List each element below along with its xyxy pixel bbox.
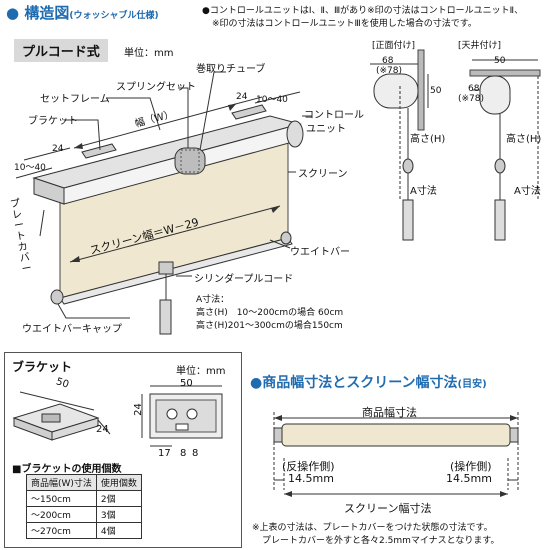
bracket-title: ブラケット bbox=[12, 360, 73, 374]
table-cell: ～200cm bbox=[26, 506, 97, 523]
width-section-subtitle: (目安) bbox=[457, 379, 487, 390]
table-cell: 2個 bbox=[95, 490, 142, 507]
pull-cord-badge: プルコード式 bbox=[14, 39, 108, 62]
table-row: ～200cm 3個 bbox=[26, 506, 142, 523]
label-set-frame: セットフレーム bbox=[40, 94, 110, 105]
ceiling-a-dim-label: A寸法 bbox=[514, 186, 541, 197]
ceiling-mount-label: [天井付け] bbox=[458, 41, 502, 51]
front-a-dim-label: A寸法 bbox=[410, 186, 437, 197]
table-header-cell: 使用個数 bbox=[95, 474, 142, 491]
label-winding-tube: 巻取りチューブ bbox=[196, 64, 266, 75]
dim-10-40-right: 10～40 bbox=[256, 95, 288, 105]
front-dim-78: (※78) bbox=[376, 66, 403, 76]
bracket-dim-50: 50 bbox=[180, 378, 193, 389]
section-subtitle: (ウォッシャブル仕様) bbox=[69, 11, 159, 21]
label-control-unit-1: コントロール bbox=[304, 110, 364, 121]
bracket-usage-table: 商品幅(W)寸法 使用個数 ～150cm 2個 ～200cm 3個 ～270cm… bbox=[26, 474, 142, 539]
front-mount-head bbox=[373, 73, 419, 109]
non-operation-side-label: (反操作側) bbox=[282, 460, 335, 473]
a-dim-line-2: 高さ(H)201～300cmの場合150cm bbox=[196, 321, 343, 331]
dim-10-40-left: 10～40 bbox=[14, 163, 46, 173]
table-cell: ～270cm bbox=[26, 522, 97, 539]
label-control-unit-2: ユニット bbox=[306, 124, 346, 135]
bullet-icon: ● bbox=[6, 4, 20, 22]
usage-title: ■ブラケットの使用個数 bbox=[12, 464, 122, 475]
width-diagram bbox=[273, 412, 519, 497]
screen-width-label: スクリーン幅寸法 bbox=[344, 502, 432, 515]
bracket-unit: 単位：mm bbox=[176, 366, 226, 377]
dim-24-right: 24 bbox=[236, 92, 248, 102]
table-cell: 3個 bbox=[95, 506, 142, 523]
note-line-2: ※印の寸法はコントロールユニットⅢを使用した場合の寸法です。 bbox=[212, 19, 477, 29]
bracket-dim-8b: 8 bbox=[192, 448, 199, 459]
label-cylinder-cord: シリンダープルコード bbox=[194, 274, 294, 285]
label-weight-bar: ウエイトバー bbox=[290, 247, 350, 258]
width-note-2: プレートカバーを外すと各々2.5mmマイナスとなります。 bbox=[262, 536, 500, 546]
bracket-left bbox=[81, 143, 117, 159]
table-row: ～150cm 2個 bbox=[26, 490, 142, 507]
width-section-title: ●商品幅寸法とスクリーン幅寸法(目安) bbox=[250, 375, 487, 391]
ceiling-dim-68: 68 bbox=[468, 84, 480, 94]
bracket-iso-dim-24: 24 bbox=[96, 424, 109, 435]
ceiling-dim-78: (※78) bbox=[458, 94, 485, 104]
a-dim-line-1: 高さ(H) 10～200cmの場合 60cm bbox=[196, 308, 344, 318]
product-width-label: 商品幅寸法 bbox=[362, 406, 417, 419]
ceiling-mount-head bbox=[479, 75, 511, 115]
mounting-views bbox=[370, 49, 541, 241]
spring-set bbox=[174, 147, 206, 175]
label-bracket: ブラケット bbox=[28, 116, 78, 127]
front-height-label: 高さ(H) bbox=[410, 134, 446, 145]
table-row: ～270cm 4個 bbox=[26, 522, 142, 539]
operation-side-label: (操作側) bbox=[450, 460, 492, 473]
table-cell: ～150cm bbox=[26, 490, 97, 507]
table-header-cell: 商品幅(W)寸法 bbox=[26, 474, 97, 491]
right-offset-label: 14.5mm bbox=[446, 472, 492, 485]
front-dim-50: 50 bbox=[430, 86, 442, 96]
weight-bar-cap bbox=[50, 289, 64, 305]
bracket-dim-24: 24 bbox=[132, 403, 144, 416]
ceiling-height-label: 高さ(H) bbox=[506, 134, 542, 145]
screen-roll bbox=[281, 423, 511, 447]
cylinder-pull bbox=[159, 299, 172, 335]
wall bbox=[417, 49, 425, 131]
ceiling-dim-50: 50 bbox=[494, 56, 506, 66]
weight-bar bbox=[59, 237, 293, 305]
note-line-1: ●コントロールユニットはⅠ、Ⅱ、Ⅲがあり※印の寸法はコントロールユニットⅡ、 bbox=[202, 6, 524, 16]
blind-structure-diagram bbox=[15, 71, 312, 335]
bracket-dim-8a: 8 bbox=[180, 448, 187, 459]
a-dim-title: A寸法： bbox=[196, 295, 230, 305]
control-unit-end bbox=[286, 120, 304, 148]
label-weight-cap: ウエイトバーキャップ bbox=[22, 324, 122, 335]
label-spring-set: スプリングセット bbox=[116, 82, 196, 93]
dim-24-left: 24 bbox=[52, 144, 64, 154]
left-offset-label: 14.5mm bbox=[288, 472, 334, 485]
section-title-structure: ● 構造図(ウォッシャブル仕様) bbox=[6, 4, 159, 22]
table-header-row: 商品幅(W)寸法 使用個数 bbox=[26, 474, 142, 491]
front-dim-68: 68 bbox=[382, 56, 394, 66]
bracket-drawings bbox=[12, 385, 223, 447]
label-screen: スクリーン bbox=[298, 169, 348, 180]
ceiling bbox=[469, 69, 541, 77]
unit-label: 単位：mm bbox=[124, 48, 174, 59]
width-note-1: ※上表の寸法は、プレートカバーをつけた状態の寸法です。 bbox=[252, 523, 493, 533]
width-dim-line bbox=[73, 103, 237, 149]
table-cell: 4個 bbox=[95, 522, 142, 539]
bracket-right bbox=[231, 104, 267, 120]
bracket-panel bbox=[4, 352, 242, 548]
bracket-dim-17: 17 bbox=[158, 448, 171, 459]
screen-width-dim bbox=[69, 205, 281, 263]
front-mount-label: [正面付け] bbox=[372, 41, 416, 51]
